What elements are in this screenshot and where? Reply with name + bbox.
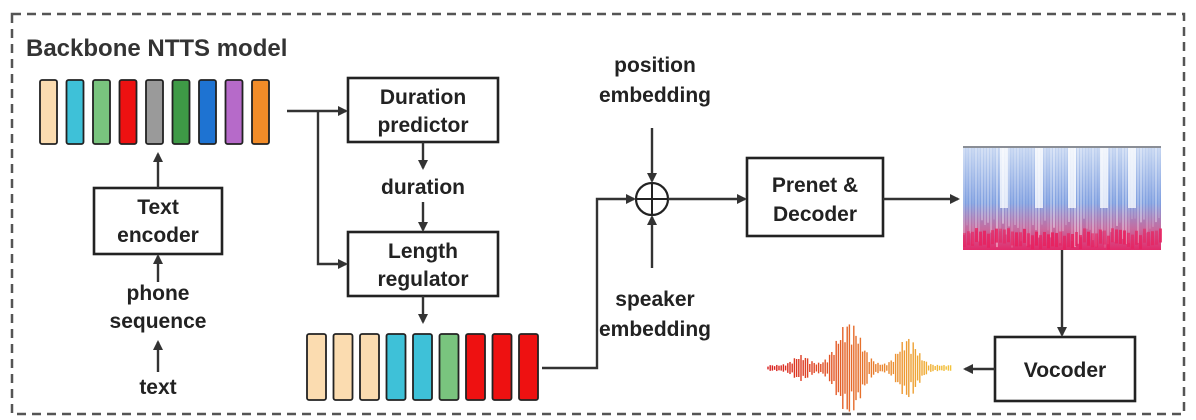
sum-operator-icon: [634, 181, 670, 217]
speaker-embedding-label-line1: speaker: [615, 288, 694, 311]
regulated-token-5: [438, 333, 460, 401]
regulated-token-2: [359, 333, 380, 401]
regulated-token-6: [465, 333, 486, 401]
connectors: [153, 106, 1067, 374]
regulated-token-3: [385, 333, 407, 401]
regulated-token-0: [306, 333, 327, 401]
encoder-token-0: [39, 79, 58, 145]
regulated-token-1: [332, 333, 354, 401]
vocoder-box: [993, 335, 1137, 403]
speaker-embedding-label-line2: embedding: [599, 318, 711, 341]
spectrogram-icon: [963, 146, 1162, 250]
encoder-token-3: [118, 79, 138, 145]
regulated-token-7: [491, 333, 513, 401]
prenet-decoder-box: [745, 156, 885, 238]
prenet-decoder-label-line2: Decoder: [773, 203, 857, 226]
encoder-token-4: [145, 79, 164, 145]
duration-predictor-box: [346, 76, 500, 144]
vocoder-label: Vocoder: [1024, 359, 1106, 382]
phone-sequence-label-line2: sequence: [110, 310, 207, 333]
encoder-token-2: [92, 79, 111, 145]
duration-predictor-label-line2: predictor: [377, 114, 468, 137]
encoder-token-7: [224, 79, 244, 145]
duration-predictor-label-line1: Duration: [380, 86, 466, 109]
regulated-token-strip: [306, 333, 539, 401]
prenet-decoder-label-line1: Prenet &: [772, 174, 858, 197]
model-title: Backbone NTTS model: [26, 35, 287, 62]
regulated-token-4: [412, 333, 433, 401]
length-regulator-label-line1: Length: [388, 240, 458, 263]
position-embedding-label-line1: position: [614, 54, 696, 77]
encoder-token-1: [65, 79, 85, 145]
position-embedding-label-line2: embedding: [599, 84, 711, 107]
encoder-token-8: [251, 79, 270, 145]
length-regulator-label-line2: regulator: [377, 268, 468, 291]
encoder-token-strip: [39, 79, 270, 145]
duration-label: duration: [381, 176, 465, 199]
encoder-token-6: [198, 79, 217, 145]
regulated-token-8: [518, 333, 539, 401]
encoder-token-5: [171, 79, 191, 145]
text-input-label: text: [139, 376, 176, 399]
text-encoder-label-line1: Text: [137, 196, 179, 219]
model-frame: [10, 12, 1186, 416]
text-encoder-label-line2: encoder: [117, 224, 199, 247]
phone-sequence-label-line1: phone: [127, 282, 190, 305]
waveform-icon: [767, 324, 952, 412]
